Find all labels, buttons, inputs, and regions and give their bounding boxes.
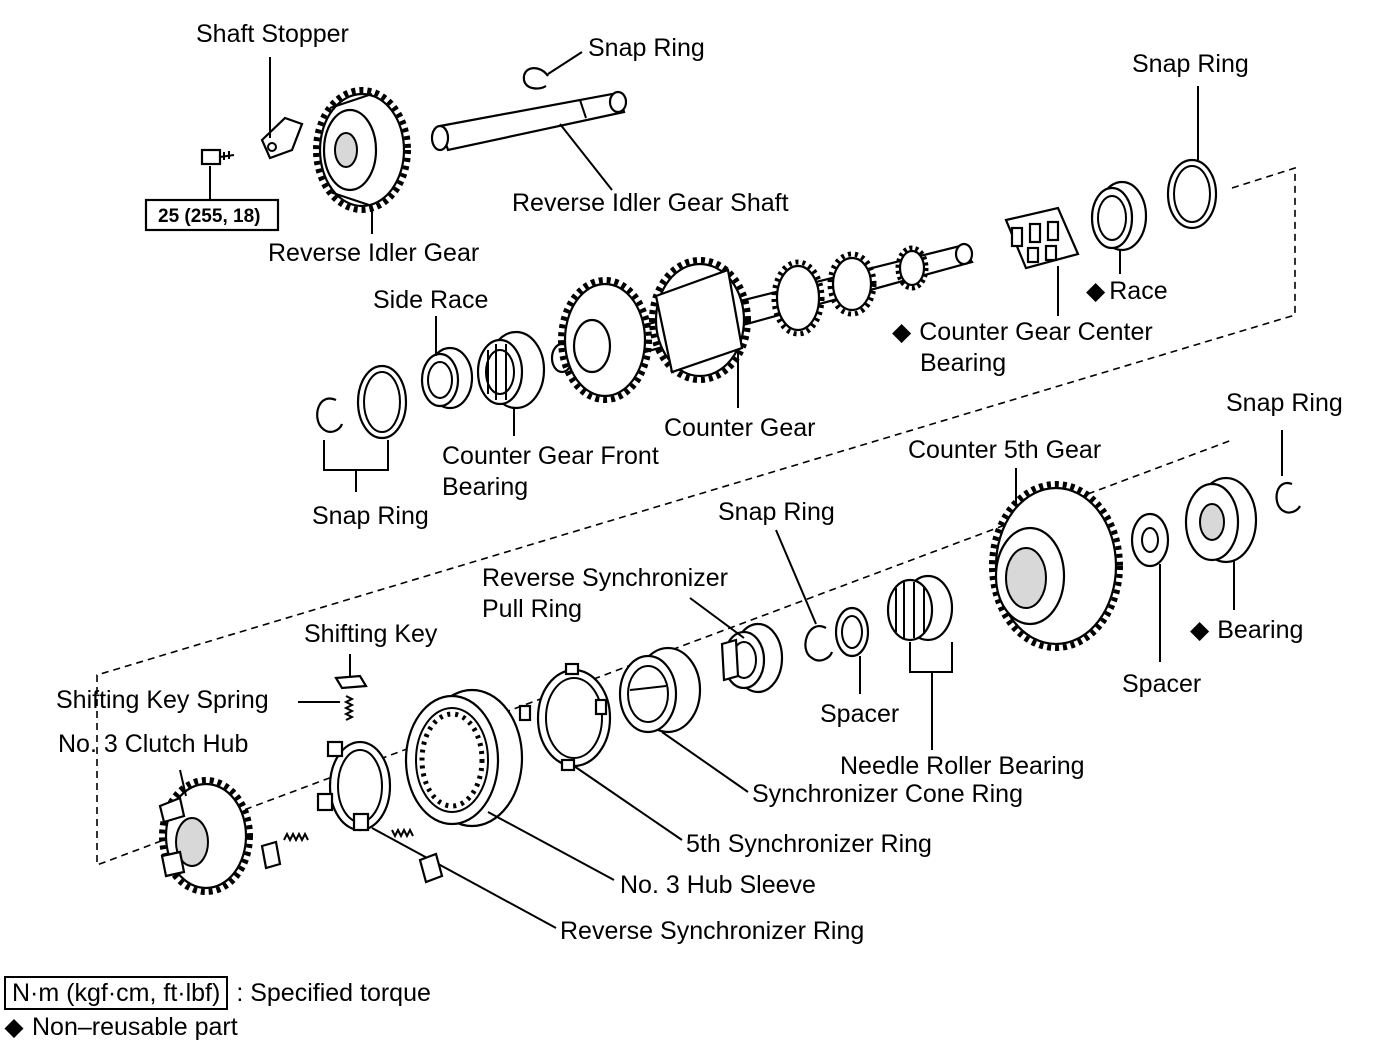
shifting-key-spring-label: Shifting Key Spring (56, 686, 269, 714)
counter-gear-part (550, 242, 974, 403)
synchronizer-cone-ring-part (618, 646, 702, 734)
no3-hub-sleeve-label: No. 3 Hub Sleeve (620, 871, 816, 899)
spacer-middle-part (834, 606, 870, 658)
counter-gear-center-bearing-part (1004, 206, 1080, 270)
reverse-idler-gear-part (313, 87, 411, 213)
shifting-key-left-part (260, 840, 282, 870)
legend-unit-meaning: : Specified torque (236, 979, 431, 1007)
reverse-idler-gear-label: Reverse Idler Gear (268, 239, 479, 267)
no3-hub-sleeve-part (404, 688, 524, 828)
reverse-idler-gear-shaft-label: Reverse Idler Gear Shaft (512, 189, 789, 217)
side-race-part (420, 346, 474, 410)
bolt-part (200, 148, 235, 166)
counter-5th-gear-label: Counter 5th Gear (908, 436, 1101, 464)
snap-ring-upper-right-part (1166, 158, 1218, 230)
shifting-key-spring-right-part (391, 827, 414, 839)
shifting-key-spring-top-part (343, 695, 355, 721)
reverse-synchronizer-ring-label: Reverse Synchronizer Ring (560, 917, 864, 945)
snap-ring-left-large-part (356, 364, 408, 440)
snap-ring-left-label: Snap Ring (312, 502, 429, 530)
side-race-label: Side Race (373, 286, 488, 314)
synchronizer-cone-ring-label: Synchronizer Cone Ring (752, 780, 1023, 808)
spacer-right-part (1130, 512, 1170, 568)
snap-ring-middle-part (804, 625, 834, 662)
shaft-stopper-label: Shaft Stopper (196, 20, 349, 48)
spacer-right-label: Spacer (1122, 670, 1201, 698)
legend-nonreusable-row: ◆ Non–reusable part (4, 1010, 431, 1044)
reverse-synchronizer-pull-ring-label: Reverse Synchronizer (482, 564, 728, 592)
bearing-label: ◆Bearing (1190, 616, 1303, 644)
race-label: ◆Race (1086, 277, 1168, 305)
shaft-stopper-part (260, 116, 304, 160)
counter-gear-front-bearing-label: Counter Gear Front (442, 442, 659, 470)
shifting-key-right-part (418, 852, 444, 884)
torque-value: 25 (255, 18) (158, 206, 260, 227)
no3-clutch-hub-part (158, 777, 253, 895)
bearing-part (1184, 476, 1258, 564)
counter-gear-front-bearing-label-2: Bearing (442, 473, 528, 501)
shifting-key-spring-left-part (283, 831, 309, 843)
snap-ring-top-part (522, 67, 549, 90)
race-part (1090, 180, 1148, 252)
needle-roller-bearing-part (886, 574, 954, 642)
fifth-synchronizer-ring-label: 5th Synchronizer Ring (686, 830, 932, 858)
reverse-synchronizer-ring-part (316, 740, 392, 832)
spacer-middle-label: Spacer (820, 700, 899, 728)
snap-ring-far-right-part (1275, 481, 1301, 514)
snap-ring-top-label: Snap Ring (588, 34, 705, 62)
shifting-key-top-part (334, 674, 368, 690)
counter-gear-center-bearing-label: ◆Counter Gear Center (892, 318, 1153, 346)
shifting-key-label: Shifting Key (304, 620, 438, 648)
snap-ring-left-small-part (316, 397, 344, 433)
legend: N·m (kgf·cm, ft·lbf) : Specified torque … (4, 976, 431, 1044)
legend-diamond-meaning: Non–reusable part (32, 1013, 238, 1041)
snap-ring-far-right-label: Snap Ring (1226, 389, 1343, 417)
no3-clutch-hub-label: No. 3 Clutch Hub (58, 730, 248, 758)
snap-ring-middle-label: Snap Ring (718, 498, 835, 526)
reverse-idler-gear-shaft-part (430, 90, 628, 152)
reverse-synchronizer-pull-ring-part (720, 622, 784, 694)
legend-unit-box: N·m (kgf·cm, ft·lbf) (4, 976, 229, 1010)
counter-gear-front-bearing-part (476, 330, 546, 410)
counter-gear-label: Counter Gear (664, 414, 815, 442)
reverse-synchronizer-pull-ring-label-2: Pull Ring (482, 595, 582, 623)
fifth-synchronizer-ring-part (518, 662, 612, 772)
needle-roller-bearing-label: Needle Roller Bearing (840, 752, 1085, 780)
legend-torque-row: N·m (kgf·cm, ft·lbf) : Specified torque (4, 976, 431, 1010)
counter-gear-center-bearing-label-2: Bearing (920, 349, 1006, 377)
snap-ring-upper-right-label: Snap Ring (1132, 50, 1249, 78)
diamond-icon: ◆ (4, 1013, 24, 1041)
torque-box (144, 198, 280, 232)
counter-5th-gear-part (989, 481, 1123, 651)
